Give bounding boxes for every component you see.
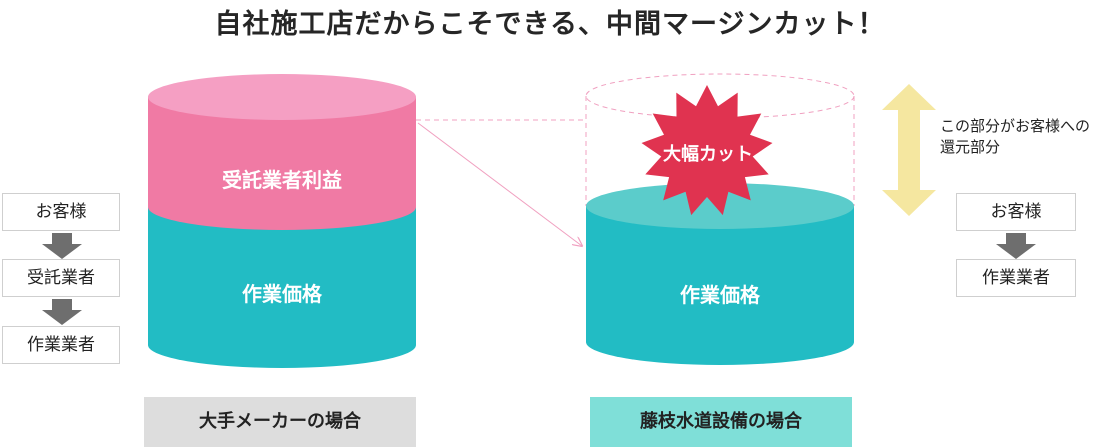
pointer-arrow (417, 122, 582, 246)
left-flow-worker: 作業業者 (2, 326, 120, 364)
left-teal-body (148, 207, 416, 368)
right-layer-label: 作業価格 (680, 283, 760, 307)
badge-label: 大幅カット (663, 144, 753, 165)
left-banner: 大手メーカーの場合 (144, 397, 416, 447)
double-arrow-icon (882, 84, 936, 216)
right-flow-worker: 作業業者 (956, 259, 1076, 297)
burst-badge-icon (641, 85, 773, 216)
right-flow-customer: お客様 (956, 193, 1076, 231)
left-pink-body (148, 97, 416, 230)
right-teal-body (586, 206, 854, 365)
left-flow-contractor: 受託業者 (2, 259, 120, 297)
flow-arrow-left-2-icon (42, 299, 82, 325)
flow-arrow-right-1-icon (996, 233, 1036, 259)
right-dashed-outline (585, 96, 855, 206)
right-banner: 藤枝水道設備の場合 (590, 397, 852, 447)
return-note-line-2: 還元部分 (940, 138, 1001, 156)
page-title: 自社施工店だからこそできる、中間マージンカット！ (214, 9, 886, 40)
left-flow-customer: お客様 (2, 193, 120, 231)
flow-arrows (42, 233, 1036, 325)
return-note-line-1: この部分がお客様への (940, 117, 1091, 135)
left-bottom-layer-label: 作業価格 (242, 282, 322, 306)
left-pink-top (148, 74, 416, 120)
left-cylinder (148, 74, 416, 368)
flow-arrow-left-1-icon (42, 233, 82, 259)
return-note: この部分がお客様への 還元部分 (940, 116, 1100, 158)
left-top-layer-label: 受託業者利益 (222, 168, 342, 192)
